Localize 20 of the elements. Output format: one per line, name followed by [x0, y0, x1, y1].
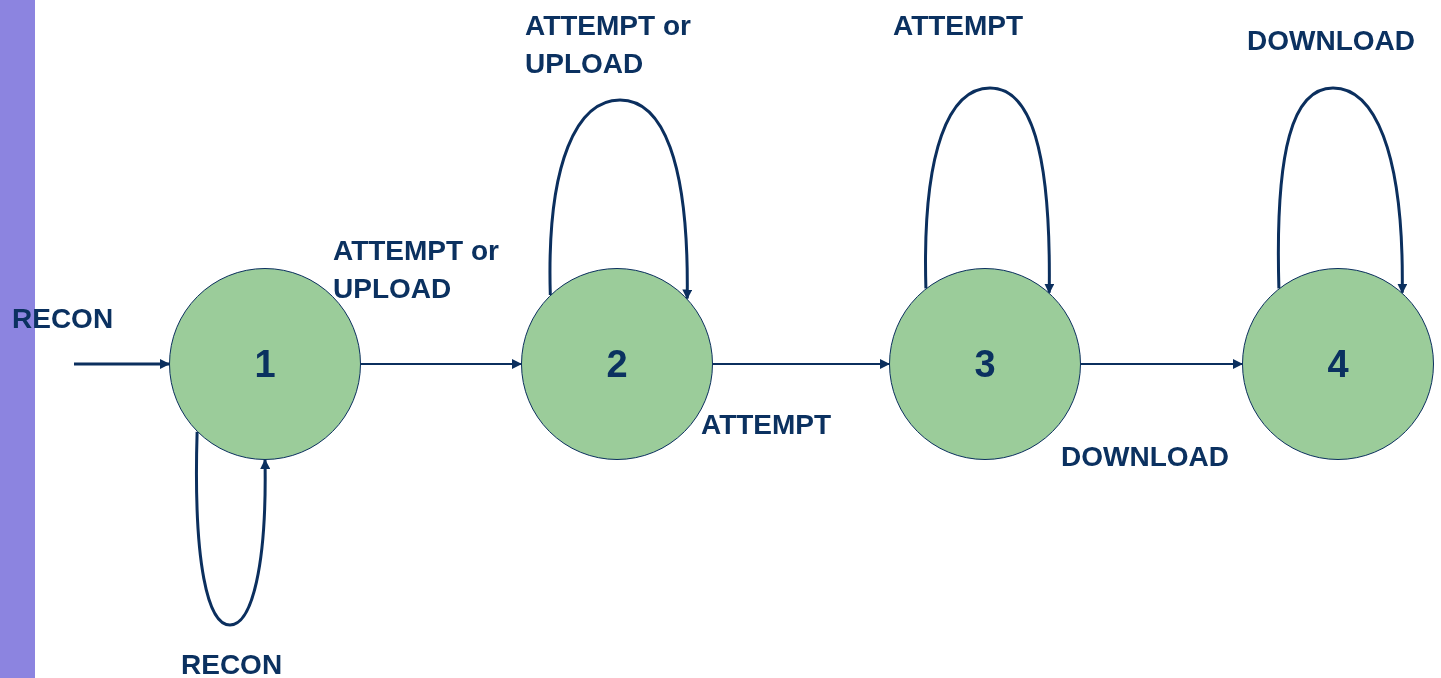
edge-label: RECON — [12, 302, 114, 336]
arrow — [548, 98, 693, 300]
state-number: 2 — [606, 341, 628, 387]
edge-label: DOWNLOAD — [1061, 440, 1229, 474]
state-number: 1 — [254, 341, 276, 387]
edge-label: DOWNLOAD — [1247, 24, 1415, 58]
arrow — [74, 359, 170, 369]
arrow — [1276, 86, 1408, 294]
arrow — [360, 359, 522, 369]
edge-label: ATTEMPT or UPLOAD — [333, 234, 500, 306]
state-number: 3 — [974, 341, 996, 387]
arrow — [924, 86, 1055, 294]
edge-label: ATTEMPT or UPLOAD — [525, 9, 692, 81]
edge-label: ATTEMPT — [701, 408, 832, 442]
edge-label: ATTEMPT — [893, 9, 1024, 43]
arrow — [195, 431, 271, 627]
arrow — [1080, 359, 1243, 369]
arrow — [712, 359, 890, 369]
state-number: 4 — [1327, 341, 1349, 387]
edge-label: RECON — [181, 648, 283, 678]
